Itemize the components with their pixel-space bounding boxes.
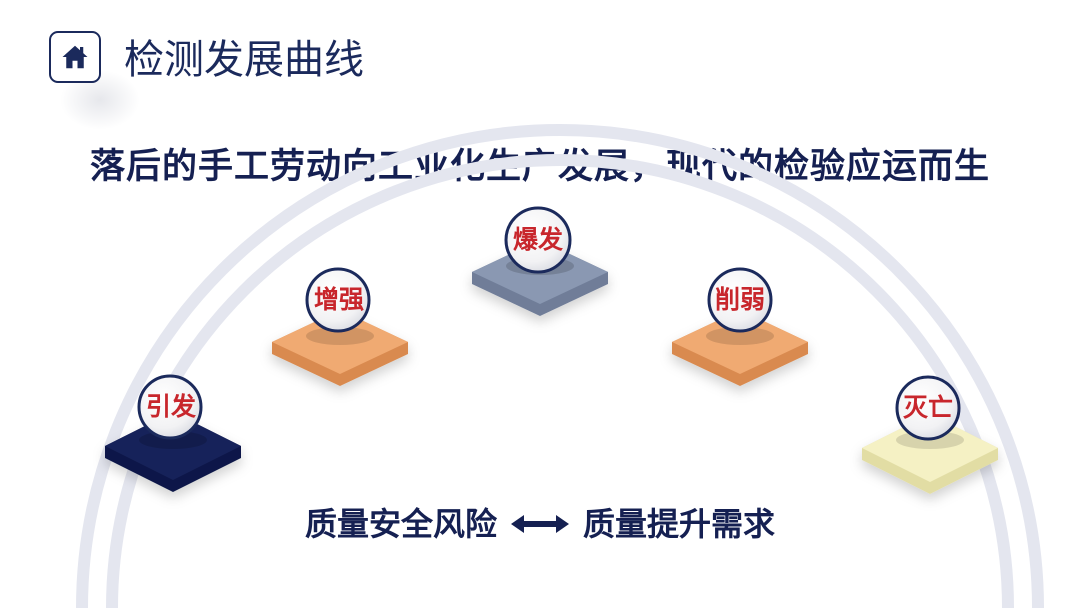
ball-miewang [895, 375, 961, 441]
ball-xueruo [707, 267, 773, 333]
stage-label-zengqiang: 增强 [313, 285, 364, 314]
arc-outer [76, 124, 1044, 608]
stage-zengqiang [272, 310, 408, 386]
stage-miewang [862, 414, 998, 494]
stage-label-miewang: 灭亡 [902, 393, 953, 422]
double-arrow-icon [511, 513, 569, 535]
ball-yinfa [137, 374, 203, 440]
subtitle: 落后的手工劳动向工业化生产发展，现代的检验应运而生 [89, 146, 990, 187]
ball-zengqiang [305, 267, 371, 333]
home-icon [62, 45, 88, 69]
stage-xueruo [672, 310, 808, 386]
page-title: 检测发展曲线 [124, 37, 364, 83]
bottom-right-text: 质量提升需求 [583, 505, 776, 543]
ball-baofa [504, 206, 572, 274]
home-button[interactable] [49, 31, 101, 83]
bottom-relation: 质量安全风险 质量提升需求 [0, 500, 1080, 548]
stage-label-baofa: 爆发 [512, 225, 563, 254]
bottom-left-text: 质量安全风险 [304, 505, 497, 543]
stage-label-xueruo: 削弱 [714, 285, 765, 314]
stage-yinfa [105, 412, 241, 492]
stage-label-yinfa: 引发 [145, 392, 196, 421]
